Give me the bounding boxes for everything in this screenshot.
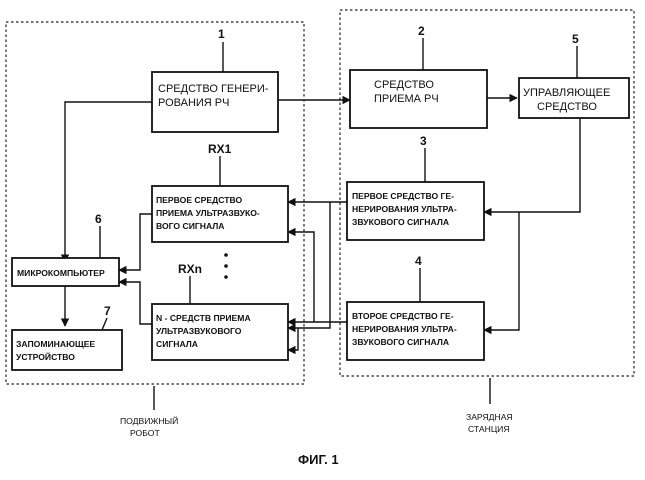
- ref-number-3: 3: [420, 134, 427, 148]
- wire-gen4-rx1: [288, 232, 314, 322]
- rf-generator-line-1: СРЕДСТВО ГЕНЕРИ-: [158, 83, 269, 95]
- first-us-receiver-line-2: ПРИЕМА УЛЬТРАЗВУКО-: [156, 208, 260, 218]
- block-labels: СРЕДСТВО ГЕНЕРИ- РОВАНИЯ РЧ СРЕДСТВО ПРИ…: [16, 79, 610, 362]
- reference-numbers: 1 2 5 3 4 6 7 RX1 RXn: [95, 24, 579, 318]
- second-us-generator-line-3: ЗВУКОВОГО СИГНАЛА: [352, 337, 449, 347]
- wire-controller-gen3: [484, 118, 580, 212]
- wire-gen3-rxn: [288, 202, 330, 328]
- first-us-receiver-line-3: ВОГО СИГНАЛА: [156, 221, 225, 231]
- second-us-generator-line-2: НЕРИРОВАНИЯ УЛЬТРА-: [352, 324, 457, 334]
- ref-label-rx1: RX1: [208, 142, 232, 156]
- first-us-generator-line-1: ПЕРВОЕ СРЕДСТВО ГЕ-: [352, 191, 454, 201]
- wire-controller-gen4: [484, 212, 519, 330]
- wire-rfgen-micro: [65, 102, 152, 262]
- memory-line-1: ЗАПОМИНАЮЩЕЕ: [16, 339, 95, 349]
- n-us-receiver-line-2: УЛЬТРАЗВУКОВОГО: [156, 326, 242, 336]
- microcomputer-line-1: МИКРОКОМПЬЮТЕР: [17, 268, 105, 278]
- ref-number-5: 5: [572, 32, 579, 46]
- ref-number-4: 4: [415, 254, 422, 268]
- n-us-receiver-line-1: N - СРЕДСТВ ПРИЕМА: [156, 313, 251, 323]
- rf-receiver-line-1: СРЕДСТВО: [374, 79, 434, 91]
- robot-caption-line-1: ПОДВИЖНЫЙ: [120, 415, 178, 426]
- station-caption-line-1: ЗАРЯДНАЯ: [466, 412, 513, 422]
- first-us-generator-line-3: ЗВУКОВОГО СИГНАЛА: [352, 217, 449, 227]
- wire-rxn-return: [288, 328, 298, 350]
- ref-label-rxn: RXn: [178, 262, 202, 276]
- rf-receiver-line-2: ПРИЕМА РЧ: [374, 93, 439, 105]
- controller-line-1: УПРАВЛЯЮЩЕЕ: [523, 87, 610, 99]
- n-us-receiver-line-3: СИГНАЛА: [156, 339, 198, 349]
- controller-line-2: СРЕДСТВО: [537, 101, 597, 113]
- wire-rxn-micro: [119, 282, 152, 324]
- ellipsis-dot-2: [224, 264, 228, 268]
- ref-number-6: 6: [95, 212, 102, 226]
- first-us-receiver-line-1: ПЕРВОЕ СРЕДСТВО: [156, 195, 242, 205]
- rf-generator-line-2: РОВАНИЯ РЧ: [158, 97, 229, 109]
- ref-number-7: 7: [104, 304, 111, 318]
- ref-number-1: 1: [218, 27, 225, 41]
- figure-caption: ФИГ. 1: [298, 452, 339, 467]
- robot-caption-line-2: РОБОТ: [130, 428, 160, 438]
- connections: [65, 98, 580, 350]
- region-captions: ПОДВИЖНЫЙ РОБОТ ЗАРЯДНАЯ СТАНЦИЯ: [120, 412, 513, 438]
- first-us-generator-line-2: НЕРИРОВАНИЯ УЛЬТРА-: [352, 204, 457, 214]
- memory-box: [12, 330, 122, 370]
- ellipsis-dot-3: [224, 275, 228, 279]
- station-caption-line-2: СТАНЦИЯ: [468, 424, 510, 434]
- second-us-generator-line-1: ВТОРОЕ СРЕДСТВО ГЕ-: [352, 311, 454, 321]
- ellipsis-dot-1: [224, 253, 228, 257]
- memory-line-2: УСТРОЙСТВО: [16, 351, 75, 362]
- ref-number-2: 2: [418, 24, 425, 38]
- wire-rx1-micro: [119, 214, 152, 270]
